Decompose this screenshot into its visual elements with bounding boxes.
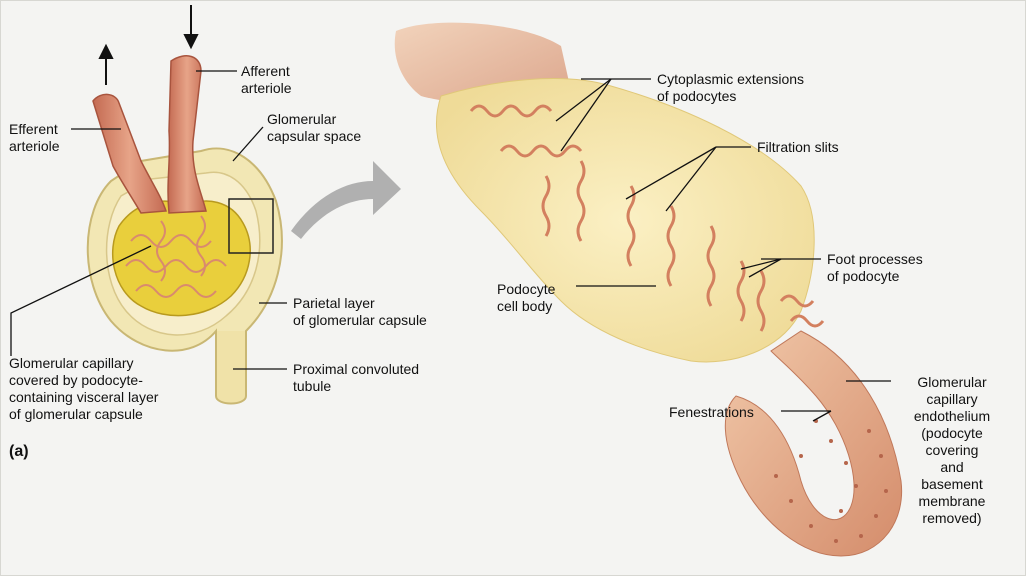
renal-corpuscle bbox=[86, 5, 283, 405]
foot-processes bbox=[469, 104, 825, 332]
panel-letter: (a) bbox=[9, 443, 29, 460]
capillary-loops bbox=[125, 215, 227, 298]
label-capillary-endothelium: Glomerular capillary endothelium (podocy… bbox=[913, 374, 991, 526]
podocyte-cell bbox=[436, 78, 815, 363]
proximal-tubule bbox=[215, 331, 247, 405]
capillary-bottom bbox=[724, 330, 903, 557]
label-parietal-layer: Parietal layer of glomerular capsule bbox=[293, 295, 427, 328]
label-afferent-arteriole: Afferent arteriole bbox=[241, 63, 292, 96]
leader-lines bbox=[10, 70, 891, 422]
zoom-box bbox=[228, 198, 274, 254]
label-capsular-space: Glomerular capsular space bbox=[267, 111, 362, 144]
podocyte-detail bbox=[394, 22, 903, 557]
label-efferent-arteriole: Efferent arteriole bbox=[9, 121, 60, 154]
label-podocyte-cell-body: Podocyte cell body bbox=[497, 281, 556, 314]
label-filtration-slits: Filtration slits bbox=[757, 139, 839, 155]
label-cytoplasmic-extensions: Cytoplasmic extensions of podocytes bbox=[657, 71, 805, 104]
zoom-arrow bbox=[291, 161, 401, 239]
label-glomerular-capillary: Glomerular capillary covered by podocyte… bbox=[9, 355, 159, 422]
flow-arrows bbox=[98, 5, 199, 85]
label-proximal-tubule: Proximal convoluted tubule bbox=[293, 361, 420, 394]
efferent-arteriole bbox=[92, 93, 168, 214]
fenestration-dots bbox=[774, 419, 888, 543]
label-fenestrations: Fenestrations bbox=[669, 404, 754, 420]
label-foot-processes: Foot processes of podocyte bbox=[827, 251, 923, 284]
afferent-arteriole bbox=[167, 55, 207, 214]
